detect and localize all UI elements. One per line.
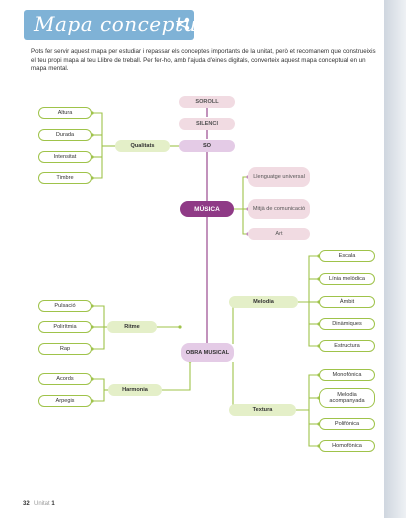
homofonica-node: Homofònica bbox=[319, 440, 375, 452]
ritme-node: Ritme bbox=[107, 321, 157, 333]
soroll-node: SOROLL bbox=[179, 96, 235, 108]
altura-node: Altura bbox=[38, 107, 92, 119]
qualitats-node: Qualitats bbox=[115, 140, 170, 152]
intensitat-node: Intensitat bbox=[38, 151, 92, 163]
unit-label: Unitat 1 bbox=[34, 501, 55, 507]
escala-node: Escala bbox=[319, 250, 375, 262]
page-edge-shadow bbox=[384, 0, 406, 518]
art-node: Art bbox=[248, 228, 310, 240]
pulsacio-node: Pulsació bbox=[38, 300, 92, 312]
page-title: Mapa conceptual bbox=[34, 12, 217, 36]
monofonica-node: Monofònica bbox=[319, 369, 375, 381]
harmonia-node: Harmonia bbox=[108, 384, 162, 396]
silenci-node: SILENCI bbox=[179, 118, 235, 130]
intro-paragraph: Pots fer servir aquest mapa per estudiar… bbox=[31, 48, 376, 72]
page-number: 32 bbox=[23, 501, 30, 507]
poliritmia-node: Polirítmia bbox=[38, 321, 92, 333]
timbre-node: Timbre bbox=[38, 172, 92, 184]
dinamiques-node: Dinàmiques bbox=[319, 318, 375, 330]
musica-node: MÚSICA bbox=[180, 201, 234, 217]
melodia-acompanyada-node: Melodia acompanyada bbox=[319, 388, 375, 408]
estructura-node: Estructura bbox=[319, 340, 375, 352]
melodia-node: Melodia bbox=[229, 296, 298, 308]
arpegis-node: Arpegis bbox=[38, 395, 92, 407]
obra-musical-node: OBRA MUSICAL bbox=[181, 343, 234, 362]
durada-node: Durada bbox=[38, 129, 92, 141]
ambit-node: Àmbit bbox=[319, 296, 375, 308]
mitja-comunicacio-node: Mitjà de comunicació bbox=[248, 199, 310, 219]
so-node: SO bbox=[179, 140, 235, 152]
share-icon bbox=[176, 17, 190, 31]
linia-melodica-node: Línia melòdica bbox=[319, 273, 375, 285]
textura-node: Textura bbox=[229, 404, 296, 416]
llenguatge-universal-node: Llenguatge universal bbox=[248, 167, 310, 187]
rap-node: Rap bbox=[38, 343, 92, 355]
polifonica-node: Polifònica bbox=[319, 418, 375, 430]
acords-node: Acords bbox=[38, 373, 92, 385]
section-header bbox=[24, 10, 194, 40]
